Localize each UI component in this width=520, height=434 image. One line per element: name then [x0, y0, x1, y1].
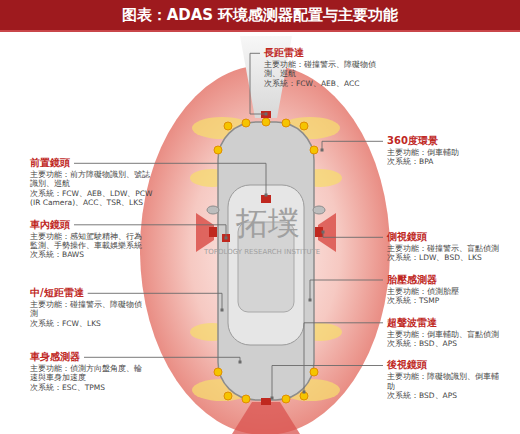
- car-cabin: [228, 185, 304, 345]
- mirror: [313, 206, 325, 214]
- callout-title: 前置鏡頭: [30, 157, 70, 170]
- sensor-callout: 超聲波雷達主要功能：倒車輔助、盲點偵測次系統：BSD、APS: [385, 310, 505, 350]
- ultrasonic-sensors: [214, 118, 318, 403]
- callout-title: 車內鏡頭: [30, 219, 70, 232]
- subsystem-text: 次系統：BAWS: [30, 250, 146, 259]
- leader-line: [250, 53, 266, 114]
- watermark: TOPOLOGY RESEARCH INSTITUTE: [204, 249, 320, 257]
- sensor-callout: 車內鏡頭主要功能：感知駕駛精神、行為監測、手勢操作、車載娛樂系統次系統：BAWS: [28, 212, 148, 261]
- leader-end: [321, 149, 324, 152]
- mirror: [207, 206, 219, 214]
- leader-line: [304, 323, 383, 392]
- subsystem-text: 次系統：TSMP: [387, 296, 503, 305]
- function-text: 主要功能：碰撞警示、障礙物偵測、巡航: [264, 60, 382, 79]
- leader-line: [322, 141, 383, 150]
- function-text: 主要功能：倒車輔助、盲點偵測: [387, 330, 503, 339]
- title-text: 图表：ADAS 环境感测器配置与主要功能: [122, 6, 399, 25]
- function-text: 主要功能：前方障礙物識別、號誌識別、巡航: [30, 170, 154, 189]
- sensor-field: [140, 65, 390, 434]
- leader-line: [272, 366, 383, 399]
- subsystem-text: 次系統：FCW、LKS: [30, 319, 142, 328]
- function-text: 主要功能：偵測方向盤角度、輪速與車身加速度: [30, 364, 146, 383]
- function-text: 主要功能：倒車輔助: [387, 148, 503, 157]
- ultrasonic-zones: [190, 117, 342, 401]
- function-text: 主要功能：偵測胎壓: [387, 287, 503, 296]
- title-bar: 图表：ADAS 环境感测器配置与主要功能: [0, 0, 520, 32]
- leader-line: [84, 357, 240, 362]
- leader-end: [309, 299, 312, 302]
- sensor-marks: [209, 111, 323, 405]
- leader-end: [322, 231, 325, 234]
- leader-end: [271, 397, 274, 400]
- subsystem-text: 次系統：BSD、APS: [387, 339, 503, 348]
- subsystem-text: 次系統：FCW、AEB、ACC: [264, 79, 382, 88]
- callout-title: 車身感測器: [30, 351, 80, 364]
- leader-end: [221, 309, 224, 312]
- callout-title: 側視鏡頭: [387, 231, 427, 244]
- callout-title: 長距雷達: [264, 47, 304, 60]
- function-text: 主要功能：障礙物識別、倒車輔助: [387, 372, 503, 391]
- callout-title: 後視鏡頭: [387, 359, 427, 372]
- sensor-callout: 中/短距雷達主要功能：碰撞警示、障礙物偵測次系統：FCW、LKS: [28, 280, 144, 329]
- callout-title: 胎壓感測器: [387, 274, 437, 287]
- subsystem-text: 次系統：LDW、BSD、LKS: [387, 253, 503, 262]
- leader-end: [265, 113, 268, 116]
- subsystem-text: 次系統：FCW、AEB、LDW、PCW(IR Camera)、ACC、TSR、L…: [30, 189, 154, 208]
- rear-beam: [232, 402, 300, 434]
- callout-title: 360度環景: [387, 135, 438, 148]
- sensor-callout: 前置鏡頭主要功能：前方障礙物識別、號誌識別、巡航次系統：FCW、AEB、LDW、…: [28, 150, 156, 209]
- function-text: 主要功能：碰撞警示、障礙物偵測: [30, 300, 142, 319]
- leader-end: [239, 361, 242, 364]
- watermark: 拓墣: [236, 206, 300, 241]
- leader-line: [310, 280, 383, 300]
- sensor-callout: 胎壓感測器主要功能：偵測胎壓次系統：TSMP: [385, 267, 505, 307]
- leader-line: [323, 232, 383, 237]
- leader-end: [265, 194, 268, 197]
- sensor-callout: 360度環景主要功能：倒車輔助次系統：BPA: [385, 128, 505, 168]
- sensor-callout: 後視鏡頭主要功能：障礙物識別、倒車輔助次系統：BSD、APS: [385, 352, 505, 401]
- leader-end: [225, 237, 228, 240]
- sensor-callout: 車身感測器主要功能：偵測方向盤角度、輪速與車身加速度次系統：ESC、TPMS: [28, 344, 148, 393]
- callout-title: 中/短距雷達: [30, 287, 84, 300]
- callout-title: 超聲波雷達: [387, 317, 437, 330]
- subsystem-text: 次系統：ESC、TPMS: [30, 383, 146, 392]
- function-text: 主要功能：感知駕駛精神、行為監測、手勢操作、車載娛樂系統: [30, 232, 146, 251]
- sensor-callout: 長距雷達主要功能：碰撞警示、障礙物偵測、巡航次系統：FCW、AEB、ACC: [262, 40, 384, 89]
- function-text: 主要功能：碰撞警示、盲點偵測: [387, 244, 503, 253]
- subsystem-text: 次系統：BSD、APS: [387, 391, 503, 400]
- subsystem-text: 次系統：BPA: [387, 157, 503, 166]
- leader-end: [303, 391, 306, 394]
- sensor-callout: 側視鏡頭主要功能：碰撞警示、盲點偵測次系統：LDW、BSD、LKS: [385, 224, 505, 264]
